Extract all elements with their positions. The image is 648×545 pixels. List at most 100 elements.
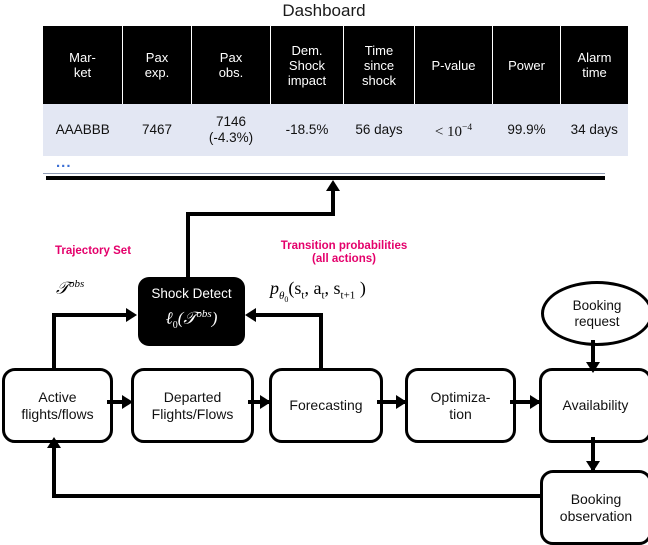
connector-shock-to-dashboard-v2 [331, 190, 335, 216]
cell-time-since-shock: 56 days [343, 104, 415, 156]
formula-close: ) [355, 278, 366, 298]
table-header-row: Mar- ket Pax exp. Pax obs. Dem. Shock im… [43, 26, 628, 104]
optimization-line1: Optimiza- [430, 388, 491, 405]
p-value-prefix: < 10 [434, 124, 463, 140]
column-header-pax-obs: Pax obs. [191, 26, 271, 104]
arrowhead-active-to-shock [126, 308, 137, 322]
dashboard-table: Mar- ket Pax exp. Pax obs. Dem. Shock im… [43, 26, 628, 156]
shock-detect-title: Shock Detect [151, 286, 232, 302]
arrowhead-forecast-to-optim [396, 395, 407, 409]
cell-pax-exp: 7467 [122, 104, 192, 156]
header-line: Time [364, 42, 394, 58]
trajectory-symbol-base: 𝒯 [56, 278, 70, 298]
column-header-power: Power [492, 26, 561, 104]
header-line: exp. [144, 65, 170, 80]
column-header-p-value: P-value [414, 26, 493, 104]
formula-s-sub: t [301, 289, 305, 302]
table-row: AAABBB 7467 7146 (-4.3%) -18.5% 56 days … [43, 104, 628, 156]
booking-observation-line2: observation [559, 507, 633, 524]
booking-request-line1: Booking [572, 297, 622, 313]
connector-bookreq-to-avail [591, 340, 595, 370]
formula-theta-sub: 0 [284, 294, 289, 304]
optimization-line2: tion [449, 405, 472, 422]
connector-forecast-to-shock-v [319, 313, 323, 369]
formula-paren-close: ) [211, 309, 218, 329]
header-line: impact [287, 72, 327, 88]
cell-pax-obs: 7146 (-4.3%) [191, 104, 271, 156]
arrowhead-bookreq-to-avail [586, 362, 600, 373]
connector-active-to-shock-h [52, 313, 132, 317]
connector-forecast-to-optim [377, 400, 405, 404]
connector-active-to-shock-v [52, 313, 56, 369]
active-flights-line1: Active [38, 388, 77, 405]
table-more-rows-ellipsis: ... [56, 154, 72, 171]
connector-bookobs-feedback-v [52, 447, 56, 498]
connector-bookobs-feedback-h [52, 494, 542, 498]
header-line: Power [508, 57, 545, 73]
header-line: obs. [218, 65, 244, 80]
connector-avail-to-bookobs [591, 437, 595, 471]
pax-obs-delta: (-4.3%) [208, 130, 254, 145]
availability-label: Availability [562, 397, 629, 413]
column-header-market: Mar- ket [43, 26, 123, 104]
section-divider [46, 176, 605, 180]
departed-flights-line2: Flights/Flows [151, 405, 234, 422]
trajectory-symbol: 𝒯obs [56, 278, 84, 299]
formula-s2-sub: t+1 [340, 289, 356, 302]
header-line: ket [73, 65, 92, 80]
formula-paren-open: ( [177, 309, 184, 329]
flow-box-optimization[interactable]: Optimiza-tion [405, 368, 516, 443]
forecasting-label: Forecasting [289, 397, 363, 413]
transition-label-line2: (all actions) [312, 253, 376, 265]
column-header-alarm-time: Alarm time [560, 26, 628, 104]
header-line: shock [362, 72, 396, 88]
active-flights-line2: flights/flows [21, 405, 94, 422]
arrowhead-departed-to-forecast [260, 395, 271, 409]
header-line: since [363, 57, 395, 73]
formula-trajectory: 𝒯 [183, 309, 197, 329]
arrowhead-active-to-departed [122, 395, 133, 409]
arrowhead-forecast-to-shock [245, 308, 256, 322]
shock-detect-box[interactable]: Shock Detect ℓ0(𝒯obs) [138, 277, 245, 346]
formula-p: p [270, 278, 279, 298]
header-line: Dem. [291, 42, 323, 58]
page-title: Dashboard [282, 1, 366, 20]
connector-active-to-departed [107, 400, 128, 404]
formula-comma-a: , a [304, 278, 322, 298]
arrowhead-feedback-to-active [47, 437, 61, 448]
header-line: Pax [219, 50, 243, 65]
transition-label-line1: Transition probabilities [280, 240, 408, 252]
cell-p-value: < 10−4 [414, 104, 493, 156]
connector-forecast-to-shock-h [255, 313, 323, 317]
transition-probabilities-label: Transition probabilities (all actions) [268, 240, 420, 266]
cell-power: 99.9% [492, 104, 561, 156]
connector-optim-to-avail [510, 400, 539, 404]
formula-trajectory-sup: obs [196, 308, 212, 321]
flow-box-availability[interactable]: Availability [539, 368, 648, 443]
flow-box-forecasting[interactable]: Forecasting [269, 368, 383, 443]
formula-ell: ℓ [165, 309, 173, 329]
arrowhead-to-dashboard [326, 180, 340, 191]
pax-obs-value: 7146 [215, 114, 247, 129]
header-line: P-value [431, 57, 476, 73]
connector-shock-to-dashboard-h [186, 212, 335, 216]
formula-theta: θ [279, 289, 285, 302]
connector-departed-to-forecast [248, 400, 269, 404]
formula-a-sub: t [321, 289, 325, 302]
connector-shock-to-dashboard-v1 [186, 212, 190, 278]
shock-detect-formula: ℓ0(𝒯obs) [166, 304, 218, 336]
arrowhead-avail-to-bookobs [586, 461, 600, 472]
trajectory-symbol-sup: obs [69, 278, 85, 290]
column-header-dem-shock-impact: Dem. Shock impact [270, 26, 344, 104]
arrowhead-optim-to-avail [530, 395, 541, 409]
header-line: Alarm [577, 50, 612, 65]
p-value-exponent: −4 [462, 123, 473, 133]
cell-alarm-time: 34 days [560, 104, 628, 156]
departed-flights-line1: Departed [163, 388, 222, 405]
column-header-time-since-shock: Time since shock [343, 26, 415, 104]
cell-dem-shock-impact: -18.5% [270, 104, 344, 156]
